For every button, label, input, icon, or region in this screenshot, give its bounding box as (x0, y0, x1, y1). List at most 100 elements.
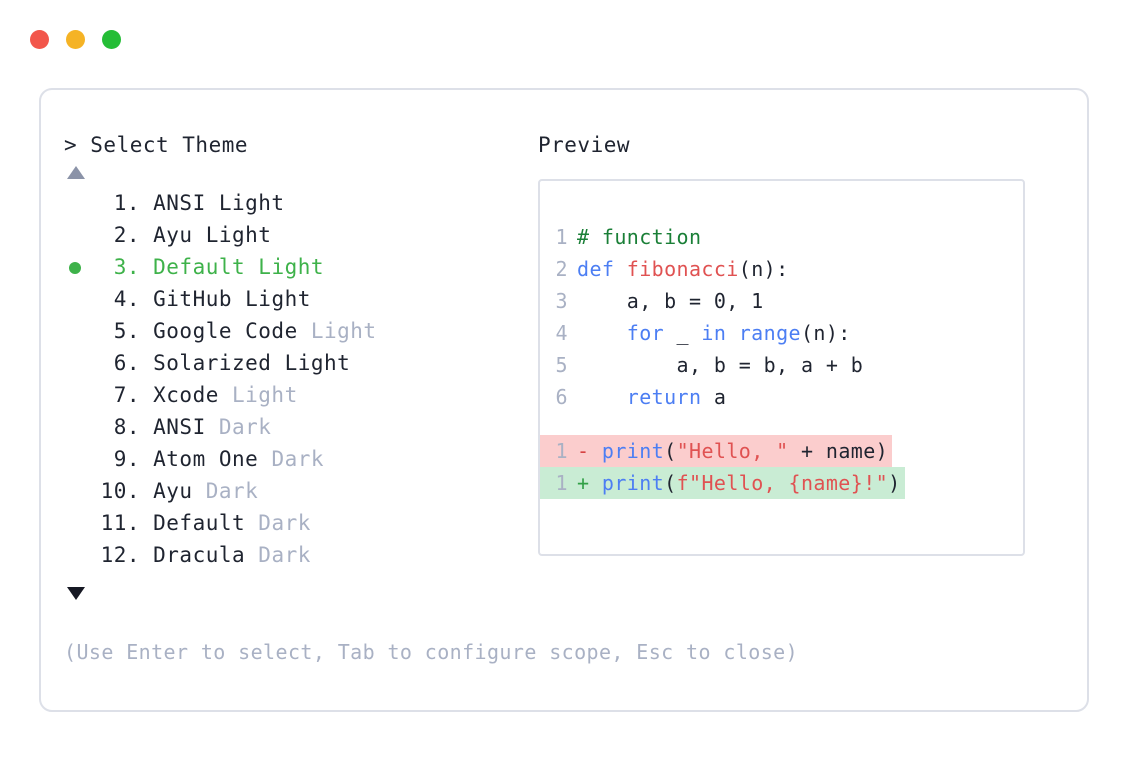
code-token: return (626, 385, 702, 409)
diff-marker: - (577, 439, 590, 463)
theme-item-variant-tag: Dark (245, 543, 311, 567)
theme-list-item[interactable]: 4. GitHub Light (64, 283, 534, 315)
theme-item-name: Ayu (140, 223, 193, 247)
theme-item-number: 8. (100, 415, 140, 439)
code-line: 6 return a (540, 381, 1023, 413)
theme-item-variant-tag: Light (192, 223, 272, 247)
theme-list-item[interactable]: 11. Default Dark (64, 507, 534, 539)
theme-list-item[interactable]: 6. Solarized Light (64, 347, 534, 379)
diff-marker: + (577, 471, 590, 495)
theme-item-name: Atom One (140, 447, 259, 471)
code-token: fibonacci (626, 257, 739, 281)
theme-item-variant-tag: Light (245, 255, 325, 279)
theme-list-item[interactable]: 7. Xcode Light (64, 379, 534, 411)
selected-indicator-dot (69, 262, 81, 274)
code-token: a, b = 0, 1 (577, 289, 764, 313)
code-token: ( (664, 439, 677, 463)
theme-list-item[interactable]: 9. Atom One Dark (64, 443, 534, 475)
code-line: 4 for _ in range(n): (540, 317, 1023, 349)
triangle-down-icon[interactable] (67, 587, 85, 600)
theme-item-variant-tag: Dark (258, 447, 325, 471)
theme-item-name: ANSI (140, 415, 206, 439)
code-token: _ (664, 321, 702, 345)
code-line-number: 1 (555, 225, 568, 249)
code-token: "Hello, " (676, 439, 789, 463)
code-line-number: 6 (555, 385, 568, 409)
zoom-window-button[interactable] (102, 29, 121, 49)
code-line-number: 3 (555, 289, 568, 313)
code-token: for (626, 321, 665, 345)
code-token: ( (664, 471, 677, 495)
theme-list-item[interactable]: 8. ANSI Dark (64, 411, 534, 443)
code-token: # function (577, 225, 702, 249)
code-token: print (601, 439, 665, 463)
theme-item-name: Ayu (140, 479, 193, 503)
theme-item-number: 2. (100, 223, 140, 247)
code-line-number: 1 (555, 439, 568, 463)
diff-line-add: 1 + print(f"Hello, {name}!") (540, 467, 1023, 499)
code-line-number: 1 (555, 471, 568, 495)
theme-item-variant-tag: Light (297, 319, 377, 343)
triangle-up-icon[interactable] (67, 166, 85, 179)
diff-line-content: 1 + print(f"Hello, {name}!") (540, 467, 905, 499)
code-token: in range (701, 321, 801, 345)
theme-item-number: 12. (100, 543, 140, 567)
code-line: 1 # function (540, 221, 1023, 253)
theme-item-name: Xcode (140, 383, 219, 407)
theme-list: 1. ANSI Light 2. Ayu Light 3. Default Li… (64, 187, 534, 571)
code-token: def (577, 257, 627, 281)
theme-item-number: 1. (100, 191, 140, 215)
theme-list-item[interactable]: 5. Google Code Light (64, 315, 534, 347)
theme-list-item[interactable]: 1. ANSI Light (64, 187, 534, 219)
theme-item-number: 6. (100, 351, 140, 375)
theme-item-number: 11. (100, 511, 140, 535)
theme-list-item[interactable]: 12. Dracula Dark (64, 539, 534, 571)
code-line: 5 a, b = b, a + b (540, 349, 1023, 381)
code-token: print (601, 471, 665, 495)
code-line-number: 4 (555, 321, 568, 345)
theme-item-variant-tag: Light (271, 351, 351, 375)
code-token (577, 385, 627, 409)
theme-item-number: 3. (100, 255, 140, 279)
diff-line-del: 1- print("Hello, " + name) (540, 435, 1023, 467)
theme-item-variant-tag: Dark (205, 415, 272, 439)
theme-list-item[interactable]: 3. Default Light (64, 251, 534, 283)
code-line: 3 a, b = 0, 1 (540, 285, 1023, 317)
code-line-number: 5 (555, 353, 568, 377)
theme-item-variant-tag: Dark (192, 479, 259, 503)
theme-selector-column: > Select Theme 1. ANSI Light 2. Ayu Ligh… (64, 132, 534, 600)
theme-item-number: 9. (100, 447, 140, 471)
theme-item-number: 10. (100, 479, 140, 503)
theme-selector-panel: > Select Theme 1. ANSI Light 2. Ayu Ligh… (39, 88, 1089, 712)
code-token (577, 321, 627, 345)
code-token: + name) (788, 439, 889, 463)
code-token: (n): (800, 321, 851, 345)
theme-item-number: 7. (100, 383, 140, 407)
theme-list-item[interactable]: 2. Ayu Light (64, 219, 534, 251)
traffic-lights (30, 29, 121, 49)
code-token: a (701, 385, 727, 409)
keyboard-hint: (Use Enter to select, Tab to configure s… (64, 640, 799, 664)
theme-item-variant-tag: Light (232, 287, 311, 311)
theme-item-number: 5. (100, 319, 140, 343)
theme-list-item[interactable]: 10. Ayu Dark (64, 475, 534, 507)
minimize-window-button[interactable] (66, 29, 85, 49)
theme-item-name: Default (140, 511, 246, 535)
close-window-button[interactable] (30, 29, 49, 49)
theme-item-variant-tag: Light (205, 191, 285, 215)
theme-item-name: Default (140, 255, 246, 279)
page-title: > Select Theme (64, 133, 249, 157)
theme-item-variant-tag: Dark (245, 511, 311, 535)
theme-item-name: Dracula (140, 543, 246, 567)
code-token: f"Hello, {name}!" (676, 471, 889, 495)
theme-item-name: ANSI (140, 191, 206, 215)
theme-item-name: Solarized (140, 351, 272, 375)
theme-item-variant-tag: Light (218, 383, 298, 407)
theme-item-name: GitHub (140, 287, 233, 311)
window-titlebar (0, 0, 1129, 78)
code-token: ) (888, 471, 901, 495)
